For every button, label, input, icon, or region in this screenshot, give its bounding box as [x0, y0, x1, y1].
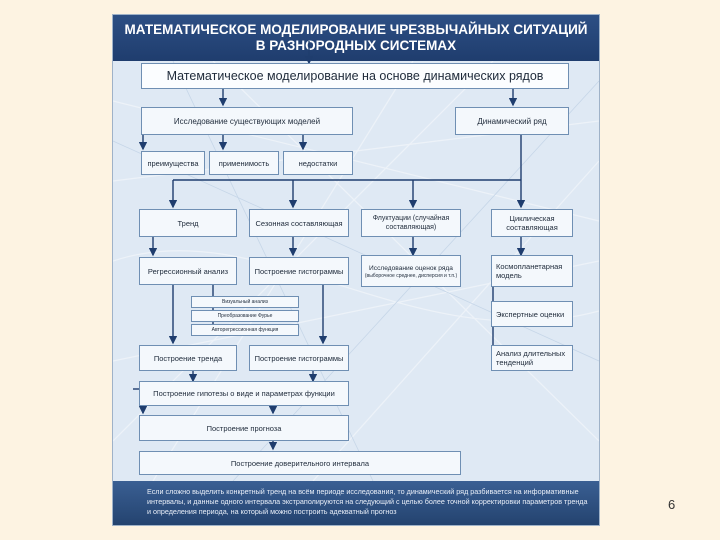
confidence-interval-box: Построение доверительного интервала	[139, 451, 461, 475]
advantages-box: преимущества	[141, 151, 205, 175]
page-number: 6	[668, 497, 675, 512]
forecast-box: Построение прогноза	[139, 415, 349, 441]
footer-note: Если сложно выделить конкретный тренд на…	[113, 481, 599, 525]
hypothesis-box: Построение гипотезы о виде и параметрах …	[139, 381, 349, 406]
fourier-transform-box: Преобразование Фурье	[191, 310, 299, 322]
seasonal-component-box: Сезонная составляющая	[249, 209, 349, 237]
regression-analysis-box: Регрессионный анализ	[139, 257, 237, 285]
expert-estimates-box: Экспертные оценки	[491, 301, 573, 327]
existing-models-box: Исследование существующих моделей	[141, 107, 353, 135]
estimates-research-note: (выборочное среднее, дисперсия и т.п.)	[365, 273, 457, 279]
autoregression-function-box: Авторегрессионная функция	[191, 324, 299, 336]
long-trends-analysis-box: Анализ длительных тенденций	[491, 345, 573, 371]
estimates-research-label: Исследование оценок ряда	[369, 264, 453, 273]
fluctuations-box: Флуктуации (случайная составляющая)	[361, 209, 461, 237]
shortcomings-box: недостатки	[283, 151, 353, 175]
dynamic-series-box: Динамический ряд	[455, 107, 569, 135]
build-histogram-box-1: Построение гистограммы	[249, 257, 349, 285]
main-topic-box: Математическое моделирование на основе д…	[141, 63, 569, 89]
slide: МАТЕМАТИЧЕСКОЕ МОДЕЛИРОВАНИЕ ЧРЕЗВЫЧАЙНЫ…	[112, 14, 600, 526]
cyclic-component-box: Циклическая составляющая	[491, 209, 573, 237]
estimates-research-box: Исследование оценок ряда (выборочное сре…	[361, 255, 461, 287]
trend-box: Тренд	[139, 209, 237, 237]
build-trend-box: Построение тренда	[139, 345, 237, 371]
visual-analysis-box: Визуальный анализ	[191, 296, 299, 308]
applicability-box: применимость	[209, 151, 279, 175]
cosmoplanetary-model-box: Космопланетарная модель	[491, 255, 573, 287]
build-histogram-box-2: Построение гистограммы	[249, 345, 349, 371]
